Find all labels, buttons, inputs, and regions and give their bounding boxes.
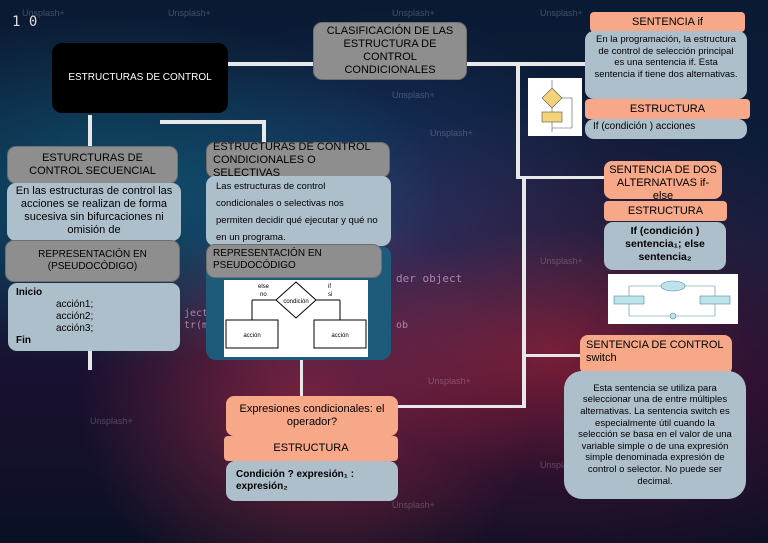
root-label: ESTRUCTURAS DE CONTROL (68, 72, 212, 83)
dos-title: SENTENCIA DE DOS ALTERNATIVAS if-else (609, 164, 717, 199)
dos-estructura-node: If (condición ) sentencia₁; else sentenc… (604, 222, 726, 270)
watermark: Unsplash+ (90, 416, 133, 426)
watermark: Unsplash+ (540, 460, 583, 470)
background-digits: 1 0 (12, 14, 38, 30)
watermark: Unsplash+ (392, 90, 435, 100)
flowchart-action-right (313, 319, 367, 349)
watermark: Unsplash+ (22, 8, 65, 18)
secuencial-title: ESTURCTURAS DE CONTROL SECUENCIAL (29, 152, 156, 177)
code-text: ob (396, 320, 409, 331)
dos-estructura-title: ESTRUCTURA (627, 204, 704, 217)
connector-line (516, 64, 520, 176)
watermark: Unsplash+ (392, 8, 435, 18)
connector-line (522, 354, 582, 357)
pseudo-title: REPRESENTACIÓN EN (PSEUDOCÓDIGO) (38, 249, 147, 272)
watermark: Unsplash+ (540, 256, 583, 266)
exp-estructura-title-node[interactable]: ESTRUCTURA (224, 436, 398, 461)
thumbnail-background (528, 78, 582, 136)
connector-line (516, 176, 604, 179)
selectivas-title-node[interactable]: ESTRUCTURAS DE CONTROL CONDICIONALES O S… (206, 140, 390, 179)
clasificacion-node[interactable]: CLASIFICACIÓN DE LAS ESTRUCTURA DE CONTR… (313, 22, 467, 80)
if-title: SENTENCIA if (632, 15, 703, 28)
flowchart-action-left (225, 319, 279, 349)
connector-line (160, 120, 266, 124)
connector-line (262, 120, 266, 146)
dos-estructura-title-node[interactable]: ESTRUCTURA (604, 201, 727, 221)
if-desc: En la programación, la estructura de con… (594, 34, 738, 80)
if-estructura-title: ESTRUCTURA (629, 102, 706, 115)
pseudo-code-node: Inicio acción1; acción2; acción3; Fin (8, 283, 180, 351)
if-estructura-title-node[interactable]: ESTRUCTURA (585, 99, 750, 119)
pseudo-code-line: acción3; (56, 323, 94, 334)
flow-label-si: si (328, 292, 332, 298)
connector-line (300, 358, 303, 396)
selectivas-title: ESTRUCTURAS DE CONTROL CONDICIONALES O S… (213, 140, 371, 179)
pseudo-code-line: Fin (16, 335, 31, 346)
root-node[interactable]: ESTRUCTURAS DE CONTROL (52, 43, 228, 113)
flow-label-accion-left: acción (243, 333, 260, 339)
pseudo-code-line: acción2; (56, 311, 94, 322)
watermark: Unsplash+ (168, 8, 211, 18)
if-else-flowchart-thumbnail (608, 274, 738, 324)
pseudo-code-line: Inicio (16, 287, 43, 298)
switch-title: SENTENCIA DE CONTROL switch (586, 339, 724, 364)
switch-desc-node: Esta sentencia se utiliza para seleccion… (564, 371, 746, 499)
connector-line (522, 176, 526, 408)
connector-line (88, 350, 92, 370)
watermark: Unsplash+ (428, 376, 471, 386)
watermark: Unsplash+ (392, 500, 435, 510)
selectivas-pseudo-title: REPRESENTACIÓN EN PSEUDOCÓDIGO (213, 248, 322, 271)
if-title-node[interactable]: SENTENCIA if (590, 12, 745, 32)
if-estructura-node: If (condición ) acciones (585, 119, 747, 139)
if-estructura: If (condición ) acciones (593, 121, 696, 132)
connector-line (398, 405, 526, 408)
secuencial-desc: En las estructuras de control las accion… (15, 185, 173, 236)
flowchart-decision (275, 281, 317, 319)
expresiones-title-node[interactable]: Expresiones condicionales: el operador? (226, 396, 398, 436)
pseudo-code-line: acción1; (56, 299, 94, 310)
code-text: tr(mo (184, 320, 215, 331)
flow-label-if: if (328, 284, 331, 290)
selectivas-desc-node: Las estructuras de control condicionales… (206, 176, 391, 246)
switch-title-node[interactable]: SENTENCIA DE CONTROL switch (580, 335, 732, 375)
exp-estructura-node: Condición ? expresión₁ : expresión₂ (226, 461, 398, 501)
secuencial-desc-node: En las estructuras de control las accion… (7, 183, 181, 241)
flow-label-else: else (258, 284, 270, 290)
if-desc-node: En la programación, la estructura de con… (585, 31, 747, 99)
expresiones-title: Expresiones condicionales: el operador? (239, 403, 385, 428)
selectivas-pseudo-title-node[interactable]: REPRESENTACIÓN EN PSEUDOCÓDIGO (206, 244, 382, 278)
clasificacion-label: CLASIFICACIÓN DE LAS ESTRUCTURA DE CONTR… (326, 25, 454, 76)
if-else-flowchart: condición else no if si acción acción (224, 280, 368, 357)
if-flowchart-thumbnail (528, 78, 582, 136)
code-text: jects (184, 308, 215, 319)
connector-line (466, 62, 586, 66)
flow-label-accion-right: acción (331, 333, 348, 339)
exp-estructura-title: ESTRUCTURA (273, 442, 349, 454)
connector-line (88, 115, 92, 147)
exp-estructura: Condición ? expresión₁ : expresión₂ (236, 469, 355, 492)
switch-desc: Esta sentencia se utiliza para seleccion… (578, 382, 732, 487)
dos-estructura: If (condición ) sentencia₁; else sentenc… (625, 225, 705, 263)
connector-line (228, 62, 318, 66)
flow-label-no: no (260, 292, 267, 298)
selectivas-desc: Las estructuras de control condicionales… (216, 181, 378, 243)
dos-title-node[interactable]: SENTENCIA DE DOS ALTERNATIVAS if-else (604, 161, 722, 199)
watermark: Unsplash+ (430, 128, 473, 138)
watermark: Unsplash+ (540, 8, 583, 18)
flow-label-condicion: condición (283, 299, 308, 305)
secuencial-title-node[interactable]: ESTURCTURAS DE CONTROL SECUENCIAL (7, 146, 178, 184)
pseudo-title-node[interactable]: REPRESENTACIÓN EN (PSEUDOCÓDIGO) (5, 240, 180, 282)
code-text: der object (396, 272, 463, 285)
